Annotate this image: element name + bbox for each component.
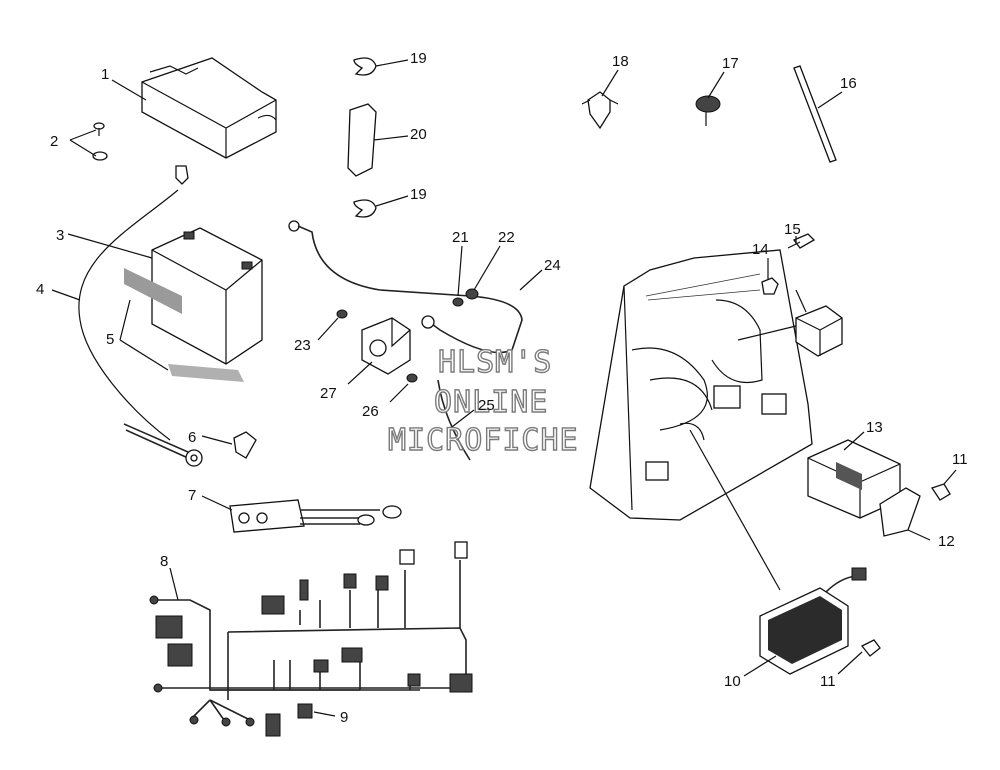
nut-14-part [761, 277, 779, 295]
callout-1: 1 [101, 66, 109, 83]
watermark-line-2: ONLINE [434, 385, 548, 420]
nut-part [336, 288, 479, 383]
callout-3: 3 [56, 227, 64, 244]
callout-21: 21 [452, 229, 469, 246]
control-module-part [807, 439, 901, 519]
callout-24: 24 [544, 257, 561, 274]
bracket-part [879, 487, 921, 537]
callout-labels: 1 2 3 4 5 6 7 8 9 10 11 11 12 13 14 15 1… [36, 50, 968, 726]
callout-11a: 11 [952, 451, 968, 468]
watermark: HLSM'S ONLINE MICROFICHE [387, 344, 579, 458]
ground-cable-part [123, 423, 203, 467]
battery-label-part [124, 268, 244, 382]
callout-7: 7 [188, 487, 196, 504]
mounting-plate-part [589, 249, 813, 521]
screw-washer-part [92, 122, 108, 161]
callout-8: 8 [160, 553, 168, 570]
rod-part [793, 65, 837, 163]
cover-clip-part [175, 165, 189, 185]
callout-6: 6 [188, 429, 196, 446]
watermark-line-1: HLSM'S [438, 345, 552, 380]
solenoid-part [361, 317, 411, 375]
callout-19b: 19 [410, 186, 427, 203]
callout-25: 25 [478, 397, 495, 414]
fastener-clip-part [581, 91, 619, 130]
second-cable-part [437, 379, 471, 461]
link-bracket-part [347, 103, 377, 177]
callout-12: 12 [938, 533, 955, 550]
screw-11b-part [860, 639, 881, 657]
relay-part [795, 305, 843, 357]
bolt-part [233, 431, 257, 459]
battery-cable-part [78, 189, 179, 441]
battery-cover-part [141, 57, 277, 159]
battery-part [151, 227, 263, 365]
callout-27: 27 [320, 385, 337, 402]
callout-10: 10 [724, 673, 741, 690]
callout-20: 20 [410, 126, 427, 143]
bolt-15-part [792, 233, 816, 249]
push-rivet-part [695, 95, 721, 126]
screw-11a-part [930, 483, 951, 501]
callout-4: 4 [36, 281, 44, 298]
cdi-module-part [759, 567, 867, 675]
callout-16: 16 [840, 75, 857, 92]
wiring-harness-part [149, 541, 473, 737]
callout-18: 18 [612, 53, 629, 70]
watermark-line-3: MICROFICHE [388, 423, 579, 458]
callout-26: 26 [362, 403, 379, 420]
cable-harness-part [229, 499, 402, 533]
callout-13: 13 [866, 419, 883, 436]
clip-part [353, 57, 377, 218]
callout-23: 23 [294, 337, 311, 354]
callout-11b: 11 [820, 673, 836, 690]
leader-lines [51, 59, 957, 717]
callout-14: 14 [752, 241, 769, 258]
callout-2: 2 [50, 133, 58, 150]
callout-5: 5 [106, 331, 114, 348]
cable-part [288, 220, 523, 354]
callout-22: 22 [498, 229, 515, 246]
callout-15: 15 [784, 221, 801, 238]
callout-17: 17 [722, 55, 739, 72]
callout-9: 9 [340, 709, 348, 726]
callout-19a: 19 [410, 50, 427, 67]
